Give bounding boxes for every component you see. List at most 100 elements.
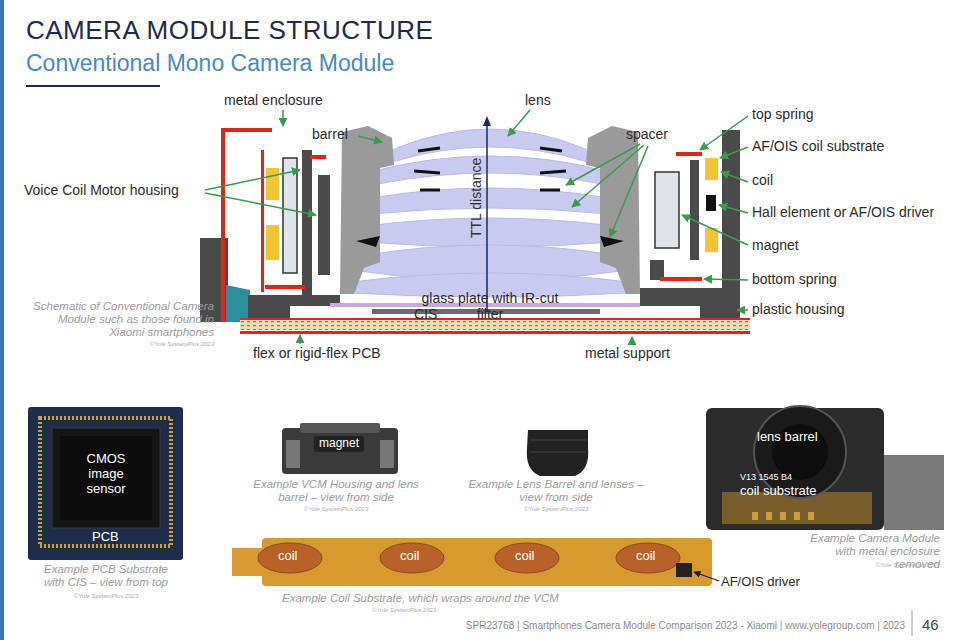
part-label: metal enclosure (224, 92, 323, 108)
coil-substrate-photo (262, 538, 712, 586)
coil-group (258, 543, 680, 573)
part-label: Voice Coil Motor housing (24, 182, 179, 198)
driver-chip (676, 563, 692, 577)
vcm-photo (282, 428, 398, 474)
metal-enclosure (261, 150, 264, 292)
footer-rule (912, 610, 913, 636)
coil-winding (616, 543, 680, 573)
magnet (283, 158, 297, 273)
leader-line (572, 145, 644, 207)
photo-label: coil (400, 549, 420, 564)
photo-label: coil (278, 549, 298, 564)
leader-line (700, 116, 748, 150)
spacer (540, 171, 566, 173)
lens-stack (352, 129, 628, 297)
part-label: metal support (585, 345, 670, 361)
spacer (540, 148, 562, 151)
vcm-photo-side (286, 440, 300, 468)
part-label: CIS (414, 306, 437, 322)
part-label: plastic housing (752, 301, 845, 317)
copyright-note: ©Yole SystemPlus 2023 (120, 341, 214, 348)
leader-line (205, 193, 316, 215)
photo-label: lens barrel (757, 430, 818, 445)
lens-element (378, 156, 602, 184)
leader-line (566, 144, 640, 185)
leader-line (282, 110, 284, 126)
part-label: AF/OIS coil substrate (752, 138, 884, 154)
cis-chip (52, 428, 160, 528)
leader-line (205, 170, 300, 190)
page-title: CAMERA MODULE STRUCTURE (26, 16, 433, 46)
ttl-arrowhead (483, 116, 491, 126)
part-label: top spring (752, 106, 813, 122)
top-spring (676, 152, 702, 156)
part-label: magnet (752, 237, 799, 253)
photo-label: PCB (92, 530, 119, 545)
page-number: 46 (922, 616, 939, 633)
coil (266, 168, 279, 200)
vcm-housing (318, 175, 330, 275)
coil-winding (258, 543, 322, 573)
leader-line (694, 572, 719, 581)
metal-enclosure (223, 130, 272, 322)
pad (766, 512, 772, 520)
vcm-housing (690, 160, 699, 260)
footer-text: SPR23768 | Smartphones Camera Module Com… (400, 620, 905, 632)
subtitle: Conventional Mono Camera Module (26, 50, 394, 76)
module-pads (752, 512, 814, 520)
leader-line (721, 172, 748, 182)
spacer-wedge (600, 236, 624, 247)
spacer (540, 189, 560, 192)
header-rule (26, 85, 160, 87)
copyright-note: ©Yole SystemPlus 2023 (36, 593, 176, 600)
coil (266, 225, 279, 260)
leader-line (682, 215, 748, 245)
leader-line (299, 335, 301, 344)
part-label: Hall element or AF/OIS driver (752, 204, 934, 220)
copyright-note: ©Yole SystemPlus 2023 (466, 506, 646, 513)
vcm-photo-top (300, 423, 380, 433)
figure-caption: Example PCB Substrate with CIS – view fr… (36, 563, 176, 589)
barrel-ridge (530, 452, 586, 453)
copyright-note: ©Yole SystemPlus 2023 (246, 506, 426, 513)
spacer-wedge (356, 236, 380, 247)
photo-label: coil (515, 549, 535, 564)
pcb-pads (40, 418, 171, 546)
spacer (414, 171, 440, 173)
ttl-line (486, 124, 488, 312)
top-spring (310, 155, 326, 159)
part-label: bottom spring (752, 271, 837, 287)
leader-line (508, 110, 530, 136)
metal-support (240, 331, 750, 334)
lens-element (372, 188, 608, 214)
part-label: flex or rigid-flex PCB (253, 345, 381, 361)
photo-label: coil (636, 549, 656, 564)
photo-label: magnet (314, 436, 364, 452)
leader-line (737, 309, 748, 311)
figure-caption: Example Lens Barrel and lenses – view fr… (466, 478, 646, 504)
photo-label: CMOS image sensor (74, 452, 138, 497)
module-flex (884, 455, 944, 530)
spacer (418, 148, 440, 151)
leader-line (631, 337, 633, 344)
leader-line (720, 147, 748, 158)
pad (780, 512, 786, 520)
part-label: spacer (626, 126, 668, 142)
plastic-housing (640, 288, 740, 318)
lens-element (366, 218, 614, 247)
magnet (655, 172, 679, 248)
spacer (420, 189, 440, 192)
cis-die (60, 436, 152, 520)
part-label: TTL distance (468, 158, 484, 238)
spacer-group (414, 148, 566, 190)
figure-caption: Example Coil Substrate, which wraps arou… (282, 592, 559, 605)
figure-caption: Example VCM Housing and lens barrel – vi… (246, 478, 426, 504)
module-photo (706, 408, 884, 530)
barrel (340, 126, 394, 294)
part-label: barrel (312, 126, 348, 142)
part-label: coil (752, 172, 773, 188)
part-label: lens (525, 92, 551, 108)
leader-line (610, 146, 648, 237)
photo-label: V13 1545 B4 (740, 472, 792, 482)
